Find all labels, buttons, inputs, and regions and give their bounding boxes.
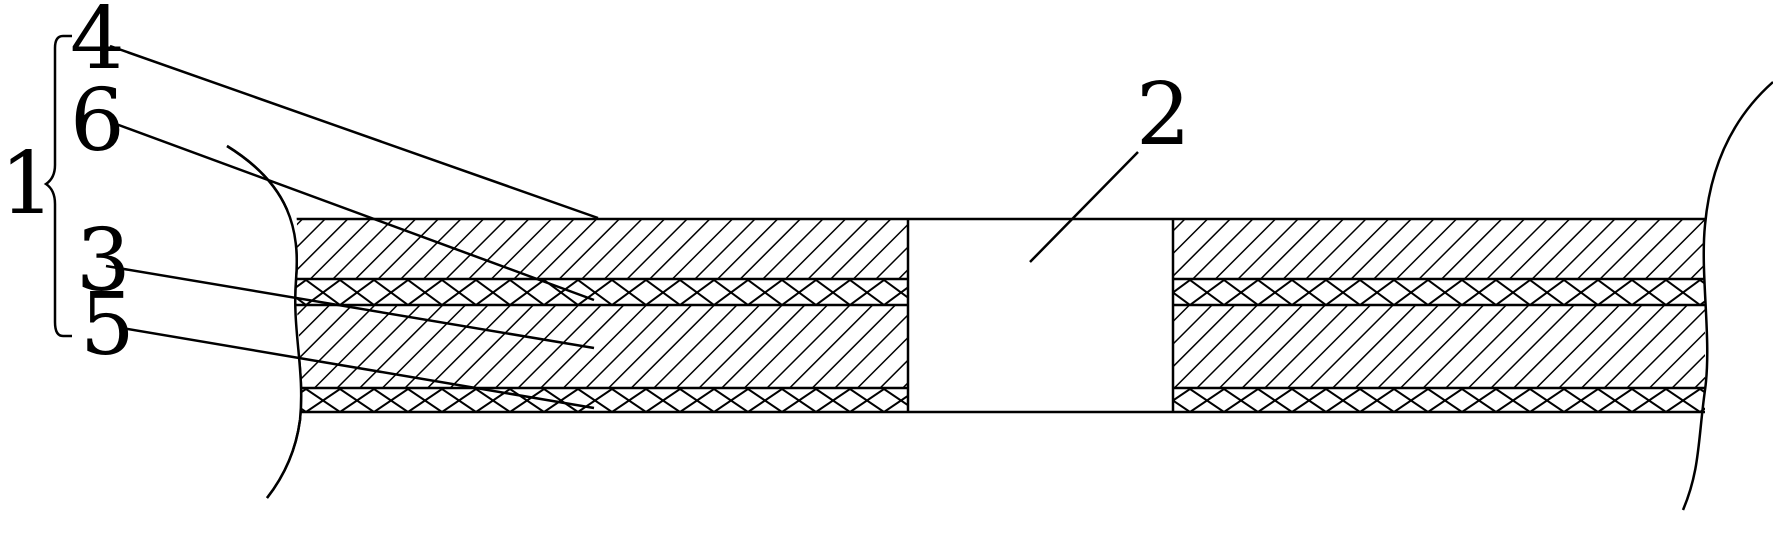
layer-3-right (1173, 305, 1705, 388)
layer-4-right (1173, 219, 1705, 279)
left-layer-stack (296, 219, 908, 412)
right-edge-mask (1705, 210, 1773, 420)
leader-5 (121, 326, 595, 410)
left-edge-mask (240, 210, 301, 420)
group-1-brace (43, 34, 72, 338)
opening-2 (906, 219, 1175, 412)
label-1: 1 (0, 134, 55, 234)
label-4: 4 (70, 0, 125, 89)
leader-6 (115, 122, 595, 302)
label-3: 3 (76, 211, 131, 311)
layer-5-right (1173, 389, 1705, 412)
label-2: 2 (1136, 65, 1191, 165)
layer-5-left (296, 389, 908, 412)
leader-2 (1029, 151, 1139, 263)
layer-6-right (1173, 280, 1705, 305)
leader-lines (105, 44, 1139, 410)
leader-3 (105, 264, 595, 350)
layer-6-left (296, 280, 908, 305)
leader-4 (109, 44, 599, 220)
label-5: 5 (80, 275, 135, 375)
layer-3-left (296, 305, 908, 388)
label-6: 6 (70, 71, 125, 171)
right-break-line (1681, 81, 1773, 511)
layer-boundaries (292, 217, 1705, 414)
layer-4-left (296, 219, 908, 279)
right-layer-stack (1173, 219, 1705, 412)
left-break-line-overlay (226, 144, 303, 499)
